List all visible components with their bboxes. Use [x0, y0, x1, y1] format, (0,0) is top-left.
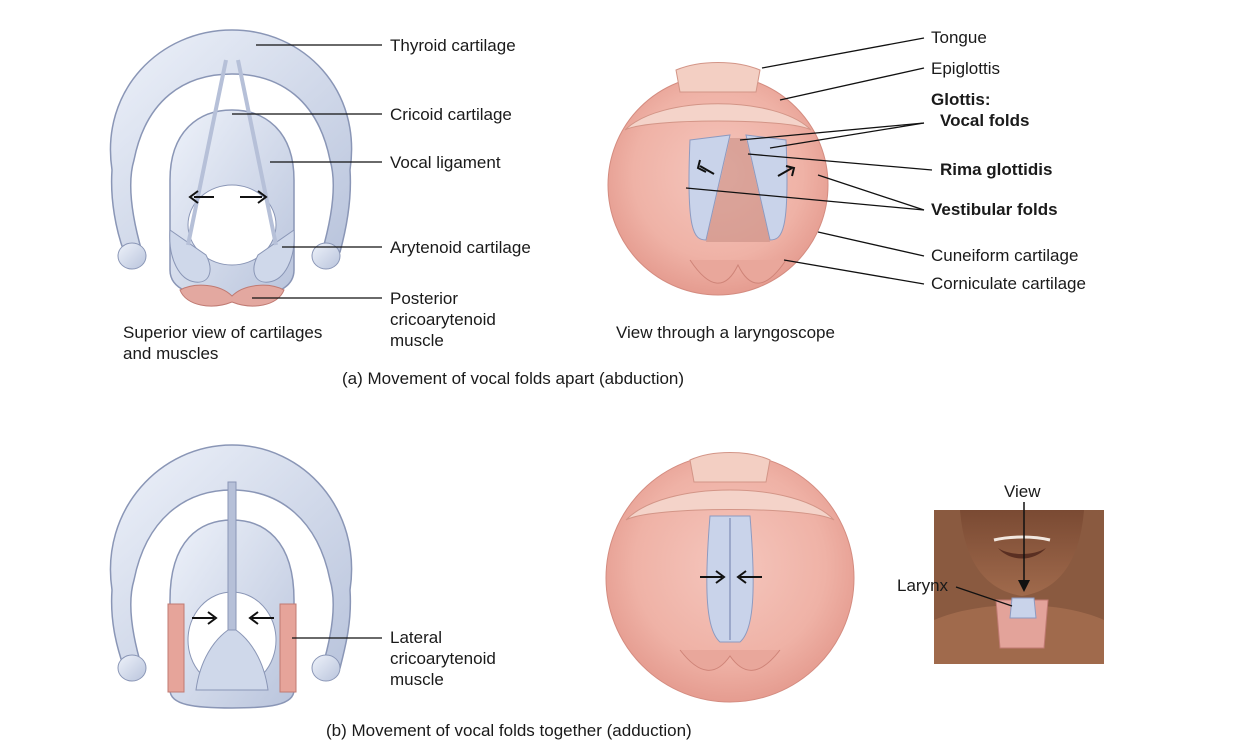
caption-laryngoscope-view: View through a laryngoscope — [616, 323, 835, 342]
label-rima-glottidis: Rima glottidis — [940, 160, 1053, 179]
caption-part-a: (a) Movement of vocal folds apart (abduc… — [342, 369, 685, 388]
cartilage-superior-view-a — [109, 29, 353, 307]
leader-lines-a-right — [685, 37, 933, 285]
neck-view-inset — [934, 502, 1104, 664]
label-cuneiform-cartilage: Cuneiform cartilage — [931, 246, 1079, 265]
label-arytenoid-cartilage: Arytenoid cartilage — [390, 238, 531, 257]
label-tongue: Tongue — [931, 28, 987, 47]
label-posterior-cricoarytenoid-2: cricoarytenoid — [390, 310, 496, 329]
label-lateral-cricoarytenoid-2: cricoarytenoid — [390, 649, 496, 668]
laryngoscope-view-a — [607, 62, 829, 296]
label-cricoid-cartilage: Cricoid cartilage — [390, 105, 512, 124]
label-lateral-cricoarytenoid-3: muscle — [390, 670, 444, 689]
label-vocal-folds: Vocal folds — [940, 111, 1030, 130]
caption-superior-view-2: and muscles — [123, 344, 219, 363]
label-vocal-ligament: Vocal ligament — [390, 153, 501, 172]
label-larynx: Larynx — [897, 576, 949, 595]
caption-superior-view-1: Superior view of cartilages — [123, 323, 323, 342]
label-posterior-cricoarytenoid-3: muscle — [390, 331, 444, 350]
label-thyroid-cartilage: Thyroid cartilage — [390, 36, 516, 55]
label-corniculate-cartilage: Corniculate cartilage — [931, 274, 1086, 293]
label-view: View — [1004, 482, 1041, 501]
cartilage-superior-view-b — [109, 444, 353, 709]
label-glottis: Glottis: — [931, 90, 991, 109]
leader-lines-a-left — [232, 44, 382, 299]
label-vestibular-folds: Vestibular folds — [931, 200, 1058, 219]
label-epiglottis: Epiglottis — [931, 59, 1000, 78]
label-lateral-cricoarytenoid-1: Lateral — [390, 628, 442, 647]
caption-part-b: (b) Movement of vocal folds together (ad… — [326, 721, 692, 740]
label-posterior-cricoarytenoid-1: Posterior — [390, 289, 459, 308]
laryngoscope-view-b — [605, 452, 855, 703]
